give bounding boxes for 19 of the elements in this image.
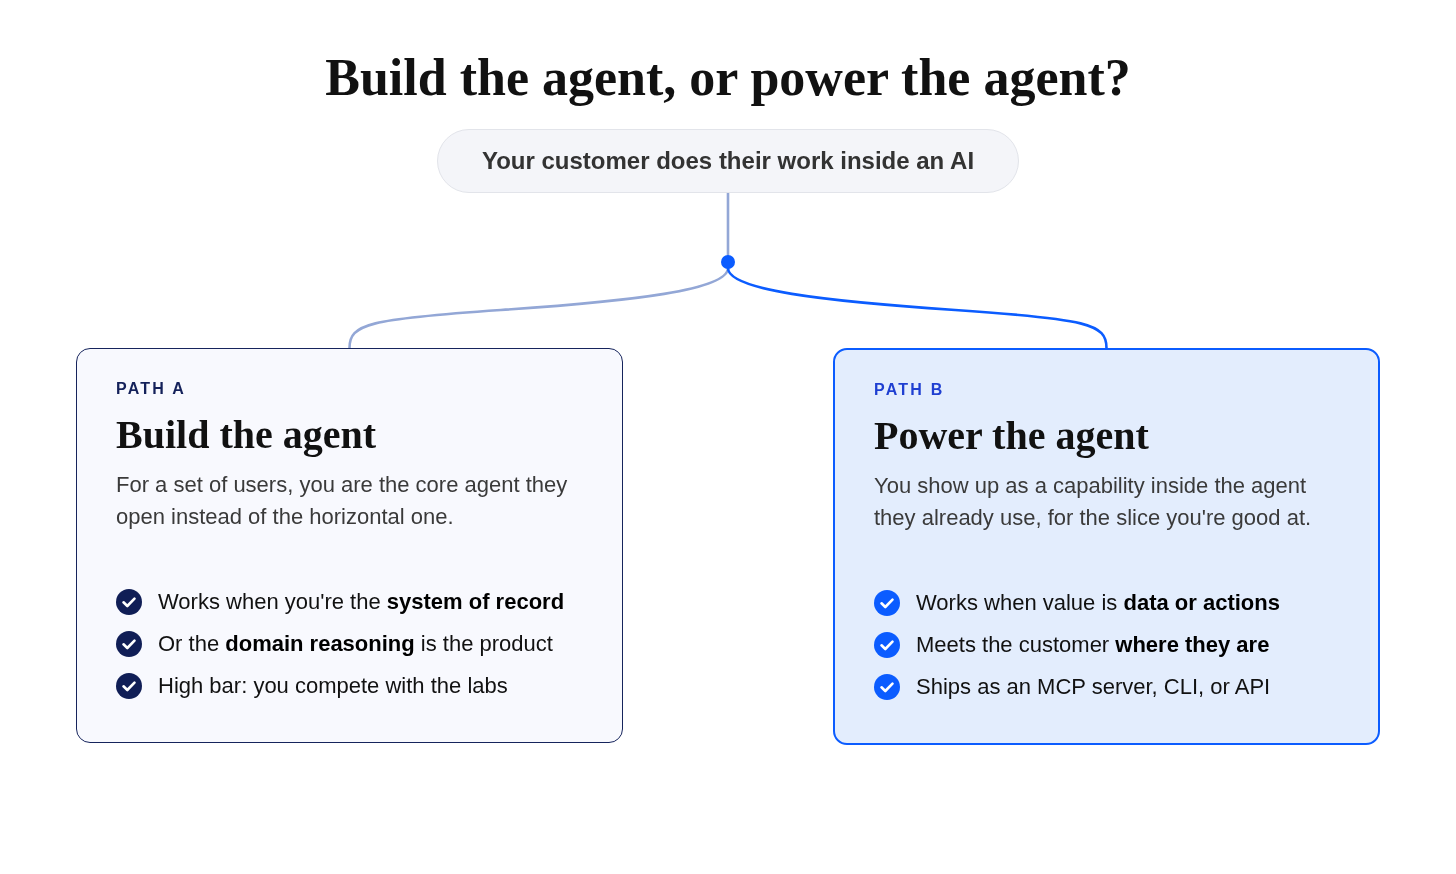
benefit-text: High bar: you compete with the labs bbox=[158, 672, 508, 700]
connector-line bbox=[726, 266, 1108, 350]
card-heading: Power the agent bbox=[874, 414, 1150, 458]
context-label: Your customer does their work inside an AI bbox=[480, 146, 976, 176]
benefit-text: Ships as an MCP server, CLI, or API bbox=[916, 673, 1271, 701]
card-description: You show up as a capability inside the agent they already use, for the slice you're good at. bbox=[874, 472, 1313, 532]
card-description: For a set of users, you are the core agent they open instead of the horizontal one. bbox=[116, 471, 569, 531]
path-eyebrow: PATH B bbox=[874, 380, 946, 400]
diagram-title: Build the agent, or power the agent? bbox=[324, 48, 1132, 108]
benefit-text: Or the domain reasoning is the product bbox=[158, 630, 553, 658]
card-heading: Build the agent bbox=[116, 413, 378, 457]
benefit-text: Works when value is data or actions bbox=[916, 589, 1280, 617]
connector-line bbox=[726, 191, 730, 257]
path-card bbox=[76, 348, 623, 743]
benefit-text: Works when you're the system of record bbox=[158, 588, 565, 616]
benefit-text: Meets the customer where they are bbox=[916, 631, 1270, 659]
path-card bbox=[833, 348, 1380, 745]
path-eyebrow: PATH A bbox=[116, 379, 188, 399]
connector-line bbox=[348, 266, 730, 350]
